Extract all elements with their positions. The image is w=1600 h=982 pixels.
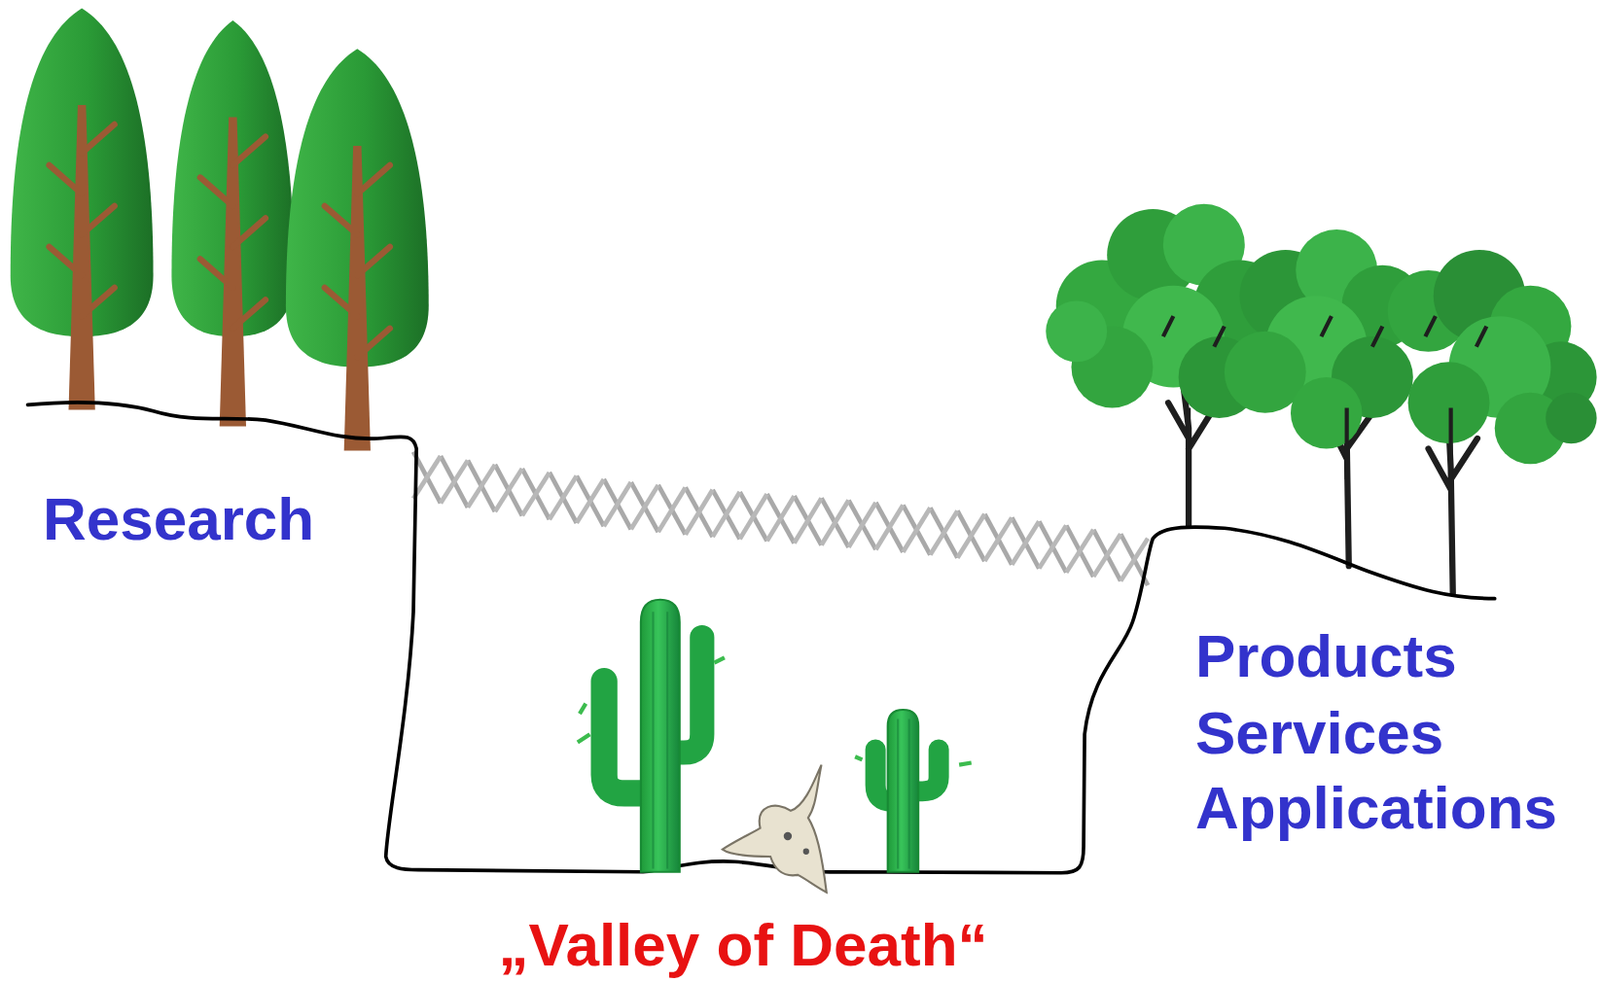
cow-skull [722, 765, 827, 893]
cypress-branch [356, 165, 391, 194]
cypress-trees [10, 7, 429, 451]
valley-label: „Valley of Death“ [497, 915, 988, 976]
leafy-trees [1045, 204, 1597, 595]
bridge-strut [549, 472, 577, 524]
cypress-branch [356, 328, 391, 357]
bridge-strut [604, 482, 632, 527]
bridge-strut [658, 485, 686, 535]
bridge-strut [495, 464, 523, 516]
cactus-body [640, 600, 680, 873]
bridge-strut [794, 496, 822, 545]
bridge-strut [604, 479, 632, 530]
region-label: Services [1195, 703, 1444, 764]
bridge-strut [794, 497, 822, 543]
cypress-branch [81, 124, 115, 153]
cypress-branch [49, 247, 83, 276]
bridge-strut [957, 510, 985, 562]
cypress-branch [356, 247, 391, 276]
cypress-tree [10, 7, 154, 410]
bridge-strut [1011, 517, 1039, 569]
bridge-strut [875, 502, 903, 553]
tree-twig [1163, 316, 1225, 480]
bridge-strut [658, 487, 686, 533]
skull-shape [722, 765, 827, 893]
bridge-strut [1093, 530, 1121, 582]
bridge-strut [875, 505, 903, 551]
skull-eye [803, 849, 810, 855]
bridge-strut [440, 456, 468, 508]
cypress-branch [232, 299, 266, 328]
rope-bridge [413, 452, 1148, 586]
bridge-strut [576, 476, 605, 528]
bridge-strut [902, 507, 930, 552]
bridge-strut [957, 514, 985, 559]
bridge-strut [495, 468, 523, 512]
cypress-branch [81, 287, 115, 317]
bridge-strut [984, 517, 1012, 562]
cactus-ridge [897, 718, 910, 869]
cactus-spines [577, 657, 725, 743]
bridge-strut [821, 500, 850, 546]
tree-foliage [1545, 392, 1597, 444]
bridge-strut [576, 479, 605, 524]
cypress-branch [232, 137, 266, 166]
bridge-strut [1066, 525, 1094, 577]
bridge-strut [767, 494, 795, 543]
bridge-strut [740, 494, 768, 539]
bridge-strut [631, 482, 659, 533]
cactus-body [888, 710, 919, 873]
tree-twig [1320, 316, 1383, 480]
bridge-strut [902, 505, 930, 556]
bridge-strut [848, 500, 876, 551]
cactus-spines [854, 756, 972, 765]
region-label: Applications [1195, 778, 1558, 839]
tree-foliage [1290, 377, 1362, 449]
bridge-strut [929, 510, 958, 555]
bridge-strut [929, 507, 958, 558]
region-label: Products [1195, 626, 1458, 687]
bridge-strut [767, 496, 795, 541]
cypress-branch [232, 217, 266, 247]
cypress-branch [324, 206, 358, 235]
bridge-strut [631, 485, 659, 530]
bridge-strut [467, 464, 496, 508]
bridge-strut [1038, 525, 1067, 569]
bridge-strut [712, 490, 741, 539]
bridge-strut [984, 514, 1012, 566]
bridge-strut [467, 461, 496, 513]
tree-foliage [1045, 300, 1107, 362]
bridge-strut [821, 497, 850, 547]
region-label: Research [42, 489, 315, 550]
bridge-strut [1066, 530, 1094, 573]
bridge-strut [712, 492, 741, 537]
bridge-strut [685, 487, 713, 537]
cypress-branch [200, 258, 234, 287]
bridge-strut [1093, 533, 1121, 577]
bridge-strut [440, 461, 468, 504]
bridge-strut [1038, 521, 1067, 572]
bridge-strut [740, 492, 768, 541]
cypress-branch [49, 165, 83, 194]
cactus-ridge [652, 611, 668, 869]
skull-eye [783, 832, 792, 841]
cypress-tree [285, 48, 429, 451]
cypress-branch [324, 287, 358, 317]
bridge-strut [848, 502, 876, 548]
cypress-branch [81, 206, 115, 235]
tree-twig [1424, 316, 1487, 480]
bridge-strut [549, 476, 577, 521]
cypress-tree [171, 20, 294, 427]
cypress-branch [200, 177, 234, 206]
bridge-strut [522, 472, 550, 516]
bridge-strut [1011, 521, 1039, 565]
bridge-strut [685, 490, 713, 535]
bridge-strut [522, 468, 550, 520]
